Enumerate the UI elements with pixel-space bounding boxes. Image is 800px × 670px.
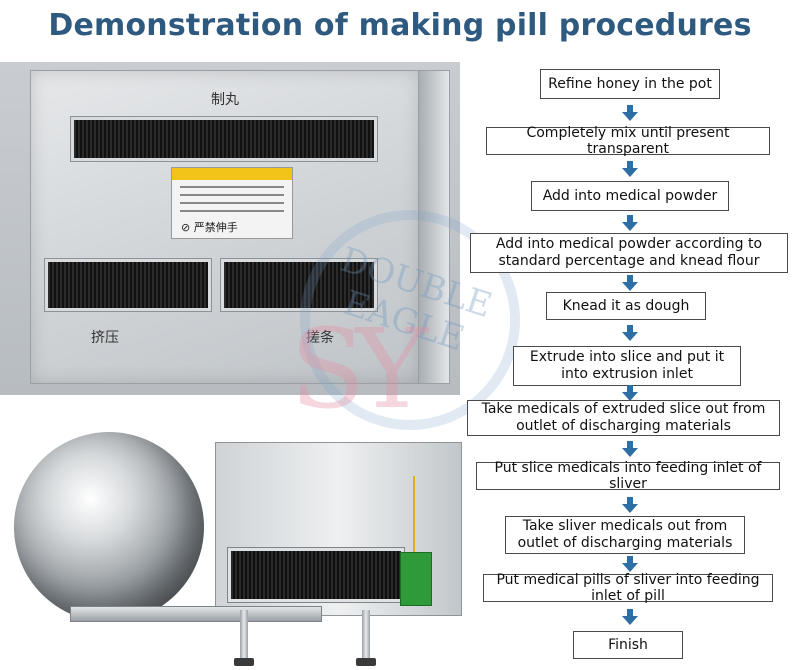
arrow-down-icon <box>622 497 638 513</box>
coating-ball <box>14 432 204 622</box>
inspection-tag <box>400 552 432 606</box>
panel-side <box>418 70 450 384</box>
arrow-down-icon <box>622 161 638 177</box>
no-hand-label: ⊘ 严禁伸手 <box>181 219 238 235</box>
machine-leg <box>362 610 370 660</box>
panel-label-pill: 制丸 <box>211 92 239 108</box>
step-1: Refine honey in the pot <box>540 69 720 99</box>
arrow-down-icon <box>622 215 638 231</box>
machine-arm <box>70 606 322 622</box>
machine-foot <box>356 658 376 666</box>
step-6: Extrude into slice and put it into extru… <box>513 346 741 386</box>
panel-label-extrude: 挤压 <box>91 330 119 346</box>
arrow-down-icon <box>622 275 638 291</box>
machine-outlet <box>228 548 404 602</box>
step-10: Put medical pills of sliver into feeding… <box>483 572 773 604</box>
extrude-slot <box>45 259 211 311</box>
page-title: Demonstration of making pill procedures <box>48 8 752 43</box>
machine-leg <box>240 610 248 660</box>
step-4: Add into medical powder according to sta… <box>470 233 788 273</box>
sliver-slot <box>221 259 377 311</box>
no-hand-icon: ⊘ <box>181 221 191 234</box>
arrow-down-icon <box>622 609 638 625</box>
arrow-down-icon <box>622 325 638 341</box>
arrow-down-icon <box>622 556 638 572</box>
no-hand-text: 严禁伸手 <box>193 221 238 234</box>
tag-string <box>413 476 415 554</box>
step-11: Finish <box>573 631 683 659</box>
panel-label-sliver: 搓条 <box>306 330 334 346</box>
step-9: Take sliver medicals out from outlet of … <box>505 516 745 554</box>
machine-panel: 制丸 ⊘ 严禁伸手 挤压 搓条 <box>30 70 420 384</box>
warning-sticker <box>171 167 293 239</box>
machine-photo <box>0 420 470 670</box>
step-8: Put slice medicals into feeding inlet of… <box>476 460 780 492</box>
step-3: Add into medical powder <box>531 181 729 211</box>
step-5: Knead it as dough <box>546 292 706 320</box>
panel-photo: 制丸 ⊘ 严禁伸手 挤压 搓条 <box>0 62 460 395</box>
step-2: Completely mix until present transparent <box>486 125 770 157</box>
arrow-down-icon <box>622 441 638 457</box>
arrow-down-icon <box>622 385 638 401</box>
machine-foot <box>234 658 254 666</box>
pill-slot <box>71 117 377 161</box>
step-7: Take medicals of extruded slice out from… <box>467 400 780 436</box>
arrow-down-icon <box>622 105 638 121</box>
